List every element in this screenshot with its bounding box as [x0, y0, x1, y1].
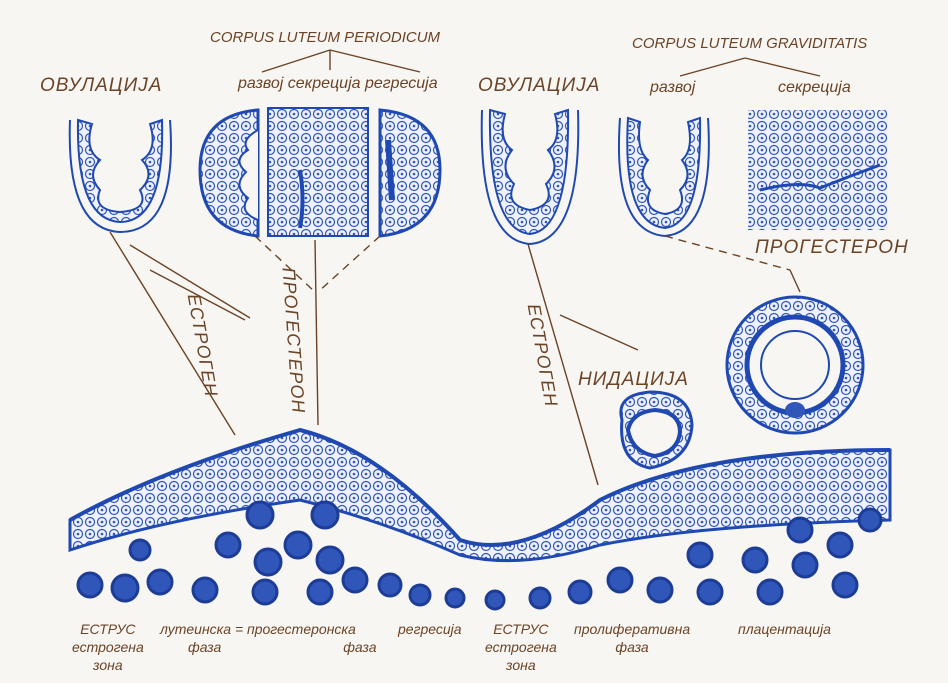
- caption-estrus-1-line1: ЕСТРУС: [72, 622, 144, 636]
- caption-regression: регресија: [398, 622, 462, 636]
- corpus-regression: [380, 110, 440, 236]
- caption-proliferative-line1: пролиферативна: [574, 622, 690, 636]
- caption-proliferative: пролиферативна фаза: [574, 622, 690, 654]
- caption-luteal: лутеинска = прогестеронска фаза фаза: [160, 622, 377, 654]
- caption-luteal-line1: лутеинска = прогестеронска: [160, 622, 377, 636]
- label-corpus-graviditatis: CORPUS LUTEUM GRAVIDITATIS: [632, 36, 867, 51]
- caption-estrus-1-line2: естрогена: [72, 640, 144, 654]
- caption-placentation: плацентација: [738, 622, 831, 636]
- corpus-grav-secretion: [748, 110, 888, 230]
- label-periodic-phases: развој секреција регресија: [238, 76, 438, 92]
- label-progesterone-right: ПРОГЕСТЕРОН: [755, 238, 909, 257]
- label-grav-development: развој: [650, 80, 695, 96]
- caption-luteal-line2b: фаза: [343, 639, 376, 655]
- caption-estrus-2-line2: естрогена: [485, 640, 557, 654]
- label-ovulation-right: ОВУЛАЦИЈА: [478, 76, 600, 95]
- caption-estrus-1-line3: зона: [72, 658, 144, 672]
- label-ovulation-left: ОВУЛАЦИЈА: [40, 76, 162, 95]
- follicle-ovulation-1: [70, 120, 171, 232]
- label-grav-secretion: секреција: [778, 80, 851, 96]
- label-corpus-periodicum: CORPUS LUTEUM PERIODICUM: [210, 30, 440, 45]
- follicle-ovulation-2: [482, 110, 579, 244]
- caption-estrus-2-line3: зона: [485, 658, 557, 672]
- caption-luteal-line2a: фаза: [188, 639, 221, 655]
- caption-proliferative-line2: фаза: [574, 640, 690, 654]
- header-connectors: [262, 50, 820, 76]
- corpus-secretion: [268, 108, 368, 236]
- embryo-small: [621, 392, 692, 468]
- corpus-grav-development: [619, 118, 709, 236]
- caption-estrus-2-line1: ЕСТРУС: [485, 622, 557, 636]
- label-nidation: НИДАЦИЈА: [578, 370, 689, 389]
- endometrium: [70, 430, 890, 561]
- corpus-development: [200, 110, 258, 236]
- caption-estrus-1: ЕСТРУС естрогена зона: [72, 622, 144, 672]
- embryo-large: [727, 297, 863, 433]
- caption-estrus-2: ЕСТРУС естрогена зона: [485, 622, 557, 672]
